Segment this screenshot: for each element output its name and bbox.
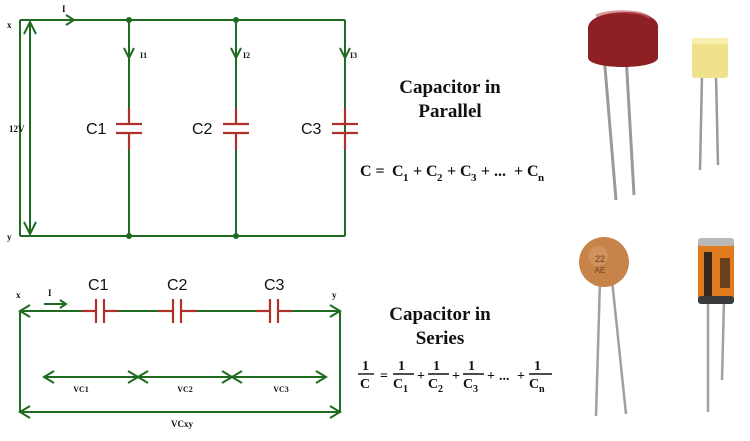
- series-title-line1: Capacitor in: [389, 304, 491, 325]
- ceramic-capacitor-image: 22 AE: [579, 237, 629, 417]
- series-capacitor-c3-label: C3: [264, 277, 285, 294]
- svg-text:n: n: [539, 384, 545, 395]
- series-current-label: I: [48, 288, 52, 298]
- current-arrow-main: [48, 14, 76, 26]
- capacitor-c1-label: C1: [86, 121, 107, 138]
- svg-text:C: C: [393, 377, 403, 392]
- svg-text:1: 1: [403, 384, 408, 395]
- svg-text:C: C: [360, 377, 370, 392]
- svg-text:2: 2: [438, 384, 443, 395]
- node-x-label: x: [7, 20, 12, 30]
- svg-text:C: C: [428, 377, 438, 392]
- voltage-arrow-vc2: [136, 370, 234, 384]
- supply-voltage-label: 12V: [9, 124, 25, 134]
- series-capacitor-c3-symbol: [268, 299, 280, 323]
- vcxy-label: VCxy: [171, 419, 193, 429]
- svg-text:C: C: [426, 163, 438, 180]
- film-capacitor-yellow-image: [692, 38, 728, 171]
- svg-text:1: 1: [398, 359, 405, 374]
- series-capacitor-c2-symbol: [171, 299, 183, 323]
- svg-text:...: ...: [499, 369, 510, 384]
- parallel-formula: C = C 1 + C 2 + C 3 + ... + C n: [360, 163, 544, 184]
- voltage-arrow-12v: [23, 19, 37, 237]
- svg-text:C: C: [527, 163, 539, 180]
- node-dot: [233, 233, 239, 239]
- svg-text:1: 1: [362, 359, 369, 374]
- series-formula: 1 C = 1 C 1 + 1 C 2 + 1 C 3 + ... + 1 C …: [358, 359, 552, 395]
- svg-text:1: 1: [403, 172, 409, 184]
- svg-text:+: +: [447, 163, 456, 180]
- film-capacitor-red-image: [588, 10, 658, 201]
- node-dot: [126, 233, 132, 239]
- series-circuit: x y I C1 C2 C3 VC1 VC2 VC3 VCxy: [16, 277, 342, 429]
- series-capacitor-c1-label: C1: [88, 277, 109, 294]
- node-y-label: y: [7, 232, 12, 242]
- series-node-y-label: y: [332, 290, 337, 300]
- capacitor-c2-symbol: [223, 108, 249, 150]
- current-i2-label: I2: [243, 51, 250, 60]
- svg-text:...: ...: [494, 163, 506, 180]
- series-capacitor-c1-symbol: [94, 299, 106, 323]
- electrolytic-capacitor-image: [698, 238, 734, 412]
- capacitor-c1-symbol: [116, 108, 142, 150]
- svg-text:+: +: [452, 369, 460, 384]
- parallel-title-line1: Capacitor in: [399, 77, 501, 98]
- voltage-arrow-vc3: [230, 370, 328, 384]
- node-dot: [126, 17, 132, 23]
- svg-text:+: +: [417, 369, 425, 384]
- parallel-circuit: x y 12V I I1 I2 I3 C1 C2 C3: [7, 4, 358, 242]
- svg-text:+: +: [514, 163, 523, 180]
- svg-text:C: C: [463, 377, 473, 392]
- svg-text:2: 2: [437, 172, 443, 184]
- parallel-title-line2: Parallel: [418, 101, 481, 122]
- vc1-label: VC1: [73, 385, 89, 394]
- ceramic-marking-1: 22: [595, 254, 605, 264]
- svg-text:C: C: [460, 163, 472, 180]
- capacitor-c3-label: C3: [301, 121, 322, 138]
- node-dot: [233, 17, 239, 23]
- series-node-x-label: x: [16, 290, 21, 300]
- capacitor-c3-symbol: [332, 108, 358, 150]
- current-main-label: I: [62, 4, 66, 14]
- svg-text:=: =: [380, 369, 388, 384]
- svg-text:+: +: [487, 369, 495, 384]
- capacitor-c2-label: C2: [192, 121, 213, 138]
- svg-text:+: +: [481, 163, 490, 180]
- current-i1-label: I1: [140, 51, 147, 60]
- current-arrow-i1: [123, 47, 135, 61]
- svg-text:C: C: [392, 163, 404, 180]
- svg-text:3: 3: [471, 172, 477, 184]
- current-arrow-i2: [230, 47, 242, 61]
- series-capacitor-c2-label: C2: [167, 277, 188, 294]
- series-current-arrow: [44, 299, 68, 309]
- svg-text:1: 1: [433, 359, 440, 374]
- svg-text:C: C: [529, 377, 539, 392]
- series-title-line2: Series: [416, 328, 465, 349]
- current-arrow-i3: [339, 47, 351, 61]
- svg-text:1: 1: [468, 359, 475, 374]
- vc3-label: VC3: [273, 385, 289, 394]
- svg-text:n: n: [538, 172, 544, 184]
- parallel-formula-lhs: C =: [360, 163, 385, 180]
- svg-text:+: +: [517, 369, 525, 384]
- vc2-label: VC2: [177, 385, 193, 394]
- voltage-arrow-vc1: [42, 370, 140, 384]
- current-i3-label: I3: [350, 51, 357, 60]
- svg-text:3: 3: [473, 384, 478, 395]
- voltage-arrow-vcxy: [18, 405, 342, 419]
- svg-text:1: 1: [534, 359, 541, 374]
- svg-text:+: +: [413, 163, 422, 180]
- ceramic-marking-2: AE: [595, 266, 606, 275]
